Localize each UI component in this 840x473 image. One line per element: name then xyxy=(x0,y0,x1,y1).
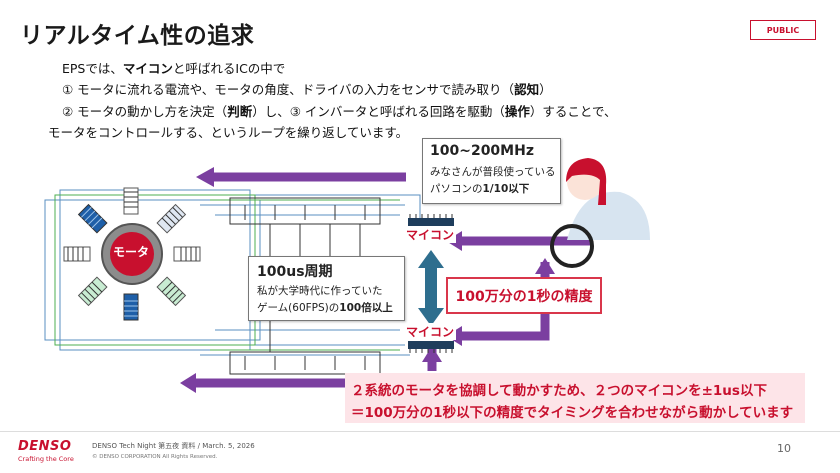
accuracy-callout: 100万分の1秒の精度 xyxy=(446,277,602,314)
coil-bottom-left xyxy=(77,276,108,307)
cycle-period-callout: 100us周期 私が大学時代に作っていた ゲーム(60FPS)の100倍以上 xyxy=(248,256,405,321)
text: ゲーム(60FPS)の xyxy=(257,302,340,314)
mcu-label-bottom: マイコン xyxy=(404,323,457,340)
summary-line-2: ＝100万分の1秒以下の精度でタイミングを合わせながら動かしています xyxy=(351,405,794,421)
text-bold: 操作 xyxy=(504,104,530,119)
driver-person-icon xyxy=(550,158,650,268)
text: ）し、③ インバータと呼ばれる回路を駆動（ xyxy=(252,104,505,119)
public-badge: PUBLIC xyxy=(750,20,816,40)
coil-top-right xyxy=(156,203,187,234)
mcu-chip-top xyxy=(408,214,454,226)
motor-label: モータ xyxy=(113,245,150,259)
text: パソコンの xyxy=(430,183,483,195)
summary-box: ２系統のモータを協調して動かすため、２つのマイコンを±1us以下 ＝100万分の… xyxy=(345,373,805,423)
text: ② モータの動かし方を決定（ xyxy=(62,104,228,119)
summary-line-1: ２系統のモータを協調して動かすため、２つのマイコンを±1us以下 xyxy=(351,383,767,399)
text: 周期 xyxy=(304,264,333,280)
page-number: 10 xyxy=(777,442,791,455)
callout-line: 私が大学時代に作っていた xyxy=(257,285,383,297)
text: と呼ばれるICの中で xyxy=(172,61,286,76)
mcu-chip-bottom xyxy=(408,341,454,353)
coil-right xyxy=(173,246,201,262)
denso-logo: DENSO xyxy=(18,439,72,454)
coil-top xyxy=(123,187,139,215)
callout-line: ゲーム(60FPS)の100倍以上 xyxy=(257,300,393,315)
mcu-label-top: マイコン xyxy=(404,226,457,243)
text-bold: 判断 xyxy=(227,104,253,119)
text: EPSでは、 xyxy=(62,61,123,76)
coil-left xyxy=(63,246,91,262)
text: ）することで、 xyxy=(529,104,617,119)
motor-rotor xyxy=(110,232,154,276)
callout-line: みなさんが普段使っている xyxy=(430,166,556,178)
text: 100us xyxy=(257,264,305,280)
callout-headline: 100~200MHz xyxy=(430,143,534,159)
body-line-4: モータをコントロールする、というループを繰り返しています。 xyxy=(48,125,409,140)
body-line-1: EPSでは、マイコンと呼ばれるICの中で xyxy=(62,58,285,77)
body-line-2: ① モータに流れる電流や、モータの角度、ドライバの入力をセンサで読み取り（認知） xyxy=(62,79,552,98)
arrowhead-right-up xyxy=(535,258,555,274)
callout-line: パソコンの1/10以下 xyxy=(430,181,529,196)
text-bold: 1/10以下 xyxy=(482,183,530,195)
text-bold: 100倍以上 xyxy=(339,302,393,314)
cpu-clock-callout: 100~200MHz みなさんが普段使っている パソコンの1/10以下 xyxy=(422,138,561,204)
arrowhead-mcu-up xyxy=(422,346,442,362)
text-bold: 認知 xyxy=(514,82,540,97)
callout-headline: 100us周期 xyxy=(257,261,333,281)
text-bold: マイコン xyxy=(122,61,173,76)
steering-wheel-icon xyxy=(550,224,594,268)
body-line-3: ② モータの動かし方を決定（判断）し、③ インバータと呼ばれる回路を駆動（操作）… xyxy=(62,101,617,120)
coil-bottom xyxy=(123,293,139,321)
denso-tagline: Crafting the Core xyxy=(18,455,74,463)
text: ① モータに流れる電流や、モータの角度、ドライバの入力をセンサで読み取り（ xyxy=(62,82,515,97)
coil-top-left xyxy=(77,203,108,234)
sync-double-arrow xyxy=(418,250,444,326)
text: ） xyxy=(539,82,552,97)
footer-copyright: © DENSO CORPORATION All Rights Reserved. xyxy=(92,454,218,460)
footer-divider xyxy=(0,431,840,432)
arrowhead-top-left xyxy=(196,167,214,187)
coil-bottom-right xyxy=(156,276,187,307)
arrowhead-bottom-left xyxy=(180,373,196,393)
footer-event: DENSO Tech Night 第五夜 資料 / March. 5, 2026 xyxy=(92,442,255,450)
slide-title: リアルタイム性の追求 xyxy=(20,23,255,49)
motor-stator xyxy=(63,187,201,321)
